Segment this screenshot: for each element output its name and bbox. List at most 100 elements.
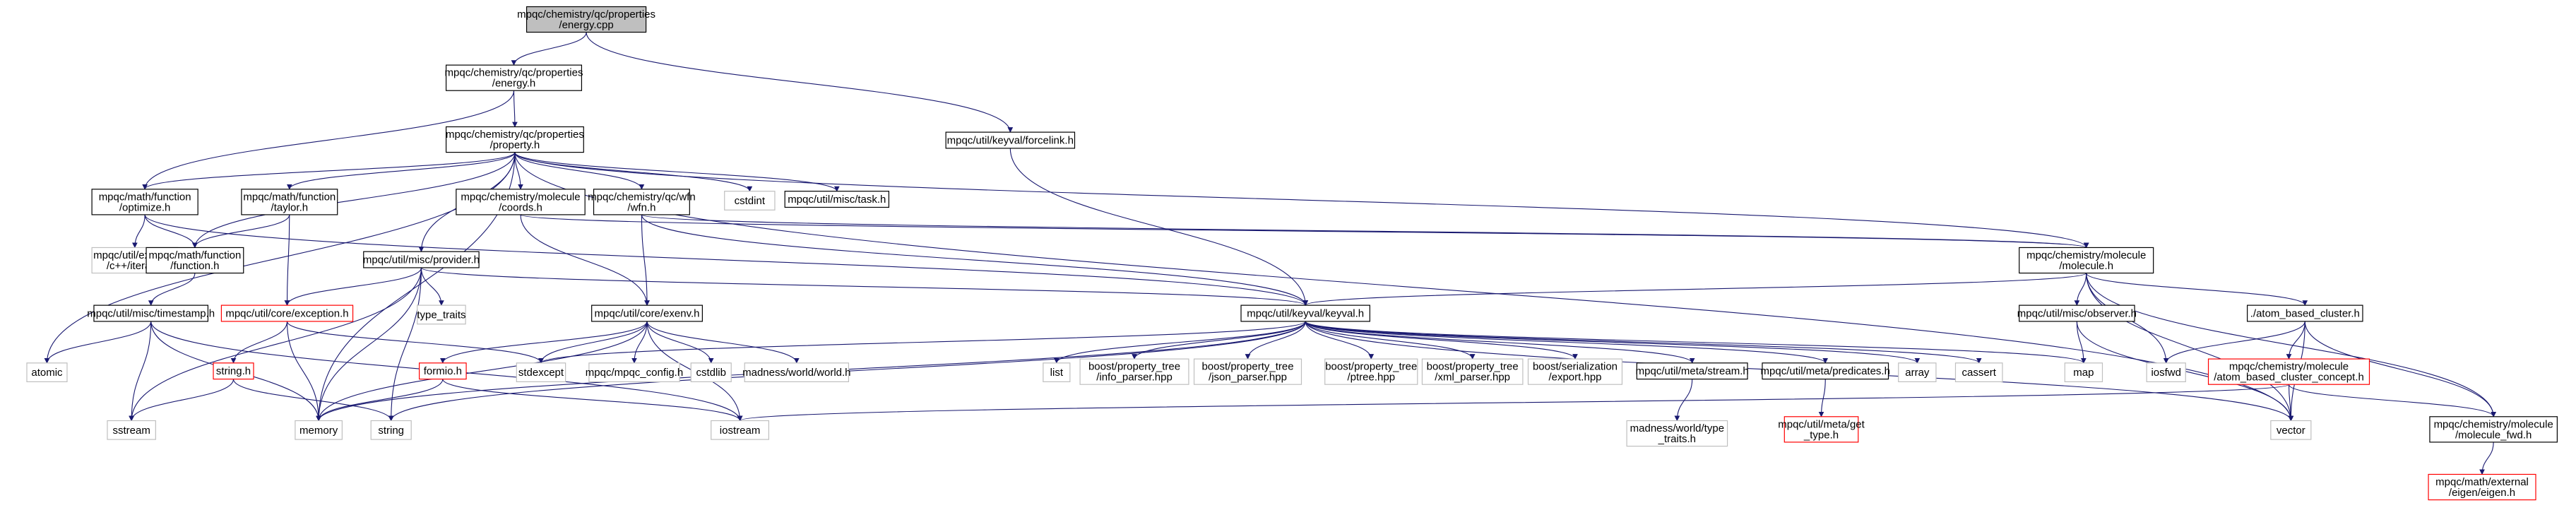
node-mpqc-math-function-function-h[interactable]: mpqc/math/function/function.h <box>146 247 244 274</box>
edge-n0-to-n1 <box>511 32 587 66</box>
node-mpqc-util-meta-get-type-h[interactable]: mpqc/util/meta/get_type.h <box>1778 416 1865 443</box>
node-mpqc-chemistry-molecule-atom-based-cluster-concept-h[interactable]: mpqc/chemistry/molecule/atom_based_clust… <box>2207 358 2370 385</box>
node-boost-property-tree-info-parser-hpp[interactable]: boost/property_tree/info_parser.hpp <box>1079 358 1189 385</box>
node-cassert[interactable]: cassert <box>1954 362 2003 383</box>
node-label: string <box>378 425 404 437</box>
node-mpqc-util-misc-observer-h[interactable]: mpqc/util/misc/observer.h <box>2017 304 2137 322</box>
node-box <box>363 251 480 268</box>
node-atom-based-cluster-h[interactable]: ./atom_based_cluster.h <box>2247 304 2363 322</box>
edge-n13-to-n47 <box>2086 273 2294 422</box>
edge-n20-to-n48 <box>2304 321 2497 418</box>
node-mpqc-mpqc-config-h[interactable]: mpqc/mpqc_config.h <box>586 362 683 383</box>
edge-n13-to-n19 <box>2074 273 2087 306</box>
node-label: /taylor.h <box>271 201 309 213</box>
edge-n3-to-n13 <box>514 152 2089 249</box>
node-box <box>1783 416 1859 443</box>
node-iosfwd[interactable]: iosfwd <box>2146 362 2186 383</box>
node-mpqc-math-external-eigen-eigen-h[interactable]: mpqc/math/external/eigen/eigen.h <box>2428 473 2536 501</box>
edge-n18-to-n28 <box>1054 321 1306 364</box>
node-label: mpqc/chemistry/molecule <box>2434 418 2553 430</box>
edge-n6-to-n17 <box>520 214 650 306</box>
node-string[interactable]: string <box>370 420 412 440</box>
node-mpqc-chemistry-molecule-molecule-fwd-h[interactable]: mpqc/chemistry/molecule/molecule_fwd.h <box>2429 416 2558 443</box>
node-mpqc-chemistry-qc-properties-energy-cpp[interactable]: mpqc/chemistry/qc/properties/energy.cpp <box>517 6 655 33</box>
node-label: mpqc/util/meta/predicates.h <box>1761 365 1890 377</box>
node-label: boost/property_tree <box>1201 361 1293 373</box>
edge-n3-to-n8 <box>514 152 753 192</box>
node-box <box>591 304 703 322</box>
edge-n12-to-n16 <box>420 267 444 306</box>
node-iostream[interactable]: iostream <box>711 420 770 440</box>
node-mpqc-util-keyval-forcelink-h[interactable]: mpqc/util/keyval/forcelink.h <box>945 131 1076 149</box>
edge-n5-to-n11 <box>192 214 290 249</box>
node-array[interactable]: array <box>1898 362 1937 383</box>
node-mpqc-chemistry-qc-wfn-wfn-h[interactable]: mpqc/chemistry/qc/wfn/wfn.h <box>588 189 696 215</box>
edge-n5-to-n15 <box>284 214 290 306</box>
node-boost-property-tree-json-parser-hpp[interactable]: boost/property_tree/json_parser.hpp <box>1193 358 1302 385</box>
node-memory[interactable]: memory <box>295 420 343 440</box>
node-box <box>1636 362 1748 380</box>
node-box <box>2429 416 2558 443</box>
node-string-h[interactable]: string.h <box>213 362 254 380</box>
node-mpqc-util-core-exenv-h[interactable]: mpqc/util/core/exenv.h <box>591 304 703 322</box>
node-mpqc-util-keyval-keyval-h[interactable]: mpqc/util/keyval/keyval.h <box>1240 304 1370 322</box>
node-mpqc-math-function-optimize-h[interactable]: mpqc/math/function/optimize.h <box>91 189 198 215</box>
node-stdexcept[interactable]: stdexcept <box>516 362 566 383</box>
node-label: /energy.cpp <box>559 19 613 31</box>
edge-n22-to-n43 <box>232 379 394 422</box>
node-box <box>241 189 338 215</box>
node-mpqc-util-meta-predicates-h[interactable]: mpqc/util/meta/predicates.h <box>1761 362 1890 380</box>
node-box <box>2064 362 2103 383</box>
node-box <box>1043 362 1071 383</box>
node-label: cassert <box>1962 367 1997 379</box>
node-mpqc-util-misc-timestamp-h[interactable]: mpqc/util/misc/timestamp.h <box>87 304 215 322</box>
node-atomic[interactable]: atomic <box>26 362 68 383</box>
node-label: mpqc/util/misc/provider.h <box>363 254 480 266</box>
node-label: madness/world/type <box>1630 422 1724 434</box>
node-type-traits[interactable]: type_traits <box>417 304 466 325</box>
edge-n12-to-n15 <box>284 267 422 306</box>
node-mpqc-util-core-exception-h[interactable]: mpqc/util/core/exception.h <box>220 304 354 322</box>
node-box <box>516 362 566 383</box>
node-mpqc-chemistry-qc-properties-property-h[interactable]: mpqc/chemistry/qc/properties/property.h <box>446 126 584 153</box>
node-map[interactable]: map <box>2064 362 2103 383</box>
node-label: mpqc/util/core/exenv.h <box>595 308 700 320</box>
node-madness-world-world-h[interactable]: madness/world/world.h <box>742 362 851 383</box>
node-list[interactable]: list <box>1043 362 1071 383</box>
node-mpqc-util-misc-task-h[interactable]: mpqc/util/misc/task.h <box>784 191 890 208</box>
edge-n18-to-n36 <box>1305 321 1921 364</box>
node-label: mpqc/math/external <box>2435 476 2529 488</box>
node-mpqc-util-misc-provider-h[interactable]: mpqc/util/misc/provider.h <box>363 251 480 268</box>
node-mpqc-chemistry-molecule-coords-h[interactable]: mpqc/chemistry/molecule/coords.h <box>456 189 586 215</box>
edge-n18-to-n32 <box>1305 321 1476 360</box>
node-label: list <box>1050 367 1064 379</box>
node-label: cstdint <box>735 195 766 207</box>
node-box <box>724 191 776 211</box>
node-cstdint[interactable]: cstdint <box>724 191 776 211</box>
node-box <box>1954 362 2003 383</box>
node-label: iostream <box>720 425 761 437</box>
node-label: mpqc/util/meta/get <box>1778 418 1865 430</box>
node-vector[interactable]: vector <box>2270 420 2312 440</box>
node-boost-property-tree-xml-parser-hpp[interactable]: boost/property_tree/xml_parser.hpp <box>1421 358 1524 385</box>
node-formio-h[interactable]: formio.h <box>418 362 467 380</box>
node-sstream[interactable]: sstream <box>107 420 156 440</box>
node-mpqc-util-meta-stream-h[interactable]: mpqc/util/meta/stream.h <box>1636 362 1749 380</box>
node-label: mpqc/chemistry/molecule <box>461 191 580 203</box>
edge-n15-to-n24 <box>286 321 544 364</box>
node-boost-property-tree-ptree-hpp[interactable]: boost/property_tree/ptree.hpp <box>1324 358 1418 385</box>
edge-n12-to-n18 <box>420 267 1308 306</box>
edge-n18-to-n35 <box>1305 321 1828 364</box>
node-box <box>295 420 343 440</box>
node-cstdlib[interactable]: cstdlib <box>690 362 732 383</box>
node-box <box>2207 358 2370 385</box>
node-box <box>1421 358 1524 385</box>
node-box <box>588 362 680 383</box>
node-mpqc-math-function-taylor-h[interactable]: mpqc/math/function/taylor.h <box>241 189 338 215</box>
node-mpqc-chemistry-molecule-molecule-h[interactable]: mpqc/chemistry/molecule/molecule.h <box>2019 247 2154 274</box>
node-mpqc-chemistry-qc-properties-energy-h[interactable]: mpqc/chemistry/qc/properties/energy.h <box>445 64 583 91</box>
node-madness-world-type-traits-h[interactable]: madness/world/type_traits.h <box>1626 420 1728 447</box>
node-boost-serialization-export-hpp[interactable]: boost/serialization/export.hpp <box>1527 358 1623 385</box>
edge-n7-to-n18 <box>641 214 1308 306</box>
